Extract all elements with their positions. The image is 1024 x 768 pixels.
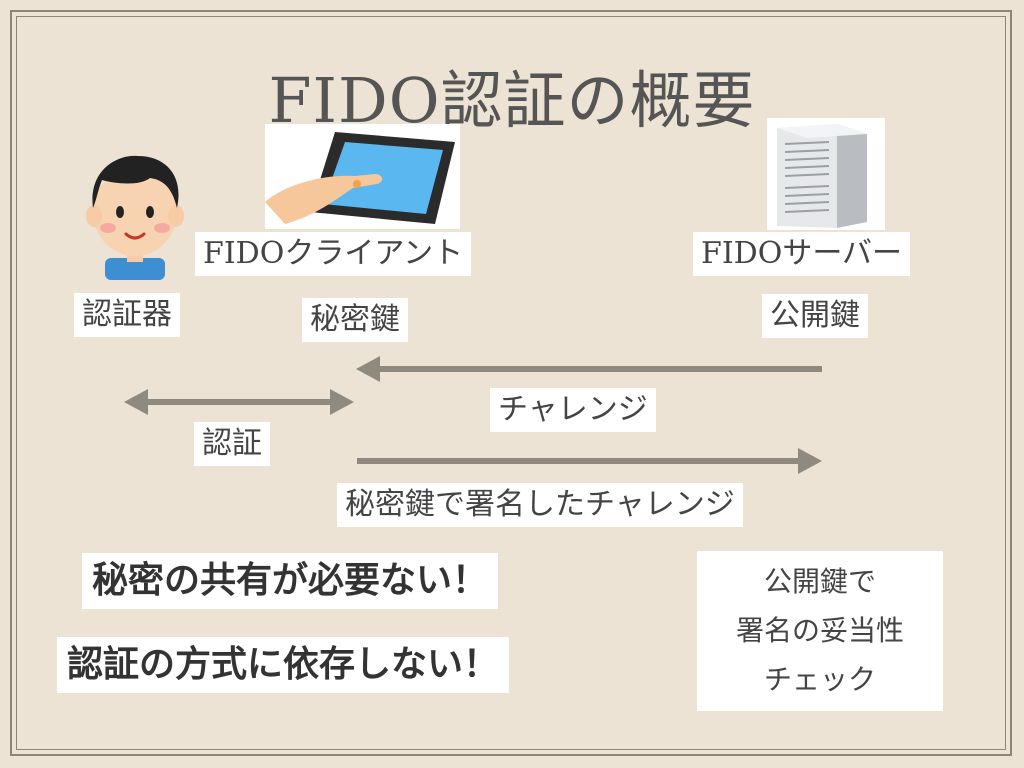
check-line-2: 署名の妥当性 bbox=[735, 614, 904, 647]
public-key-label: 公開鍵 bbox=[762, 294, 868, 338]
check-line-1: 公開鍵で bbox=[763, 565, 876, 598]
inner-frame bbox=[16, 16, 1006, 750]
client-label: FIDOクライアント bbox=[195, 232, 472, 276]
challenge-label: チャレンジ bbox=[490, 388, 656, 432]
person-icon bbox=[86, 155, 184, 280]
signed-challenge-label: 秘密鍵で署名したチャレンジ bbox=[337, 483, 743, 527]
server-image-box bbox=[767, 118, 885, 230]
signature-check-box: 公開鍵で 署名の妥当性 チェック bbox=[697, 551, 943, 711]
authenticator-label: 認証器 bbox=[74, 293, 180, 337]
tablet-touch-icon bbox=[265, 132, 455, 224]
no-secret-sharing-callout: 秘密の共有が必要ない！ bbox=[82, 553, 499, 609]
server-tower-icon bbox=[777, 124, 867, 228]
server-label: FIDOサーバー bbox=[693, 232, 911, 276]
auth-double-arrow bbox=[124, 389, 354, 415]
private-key-label: 秘密鍵 bbox=[302, 298, 408, 342]
tablet-image-box bbox=[265, 124, 460, 229]
challenge-arrow bbox=[356, 356, 822, 382]
method-independent-callout: 認証の方式に依存しない！ bbox=[57, 637, 510, 693]
signed-challenge-arrow bbox=[357, 448, 822, 474]
check-line-3: チェック bbox=[763, 663, 876, 696]
auth-label: 認証 bbox=[194, 422, 270, 466]
outer-frame bbox=[10, 10, 1012, 756]
